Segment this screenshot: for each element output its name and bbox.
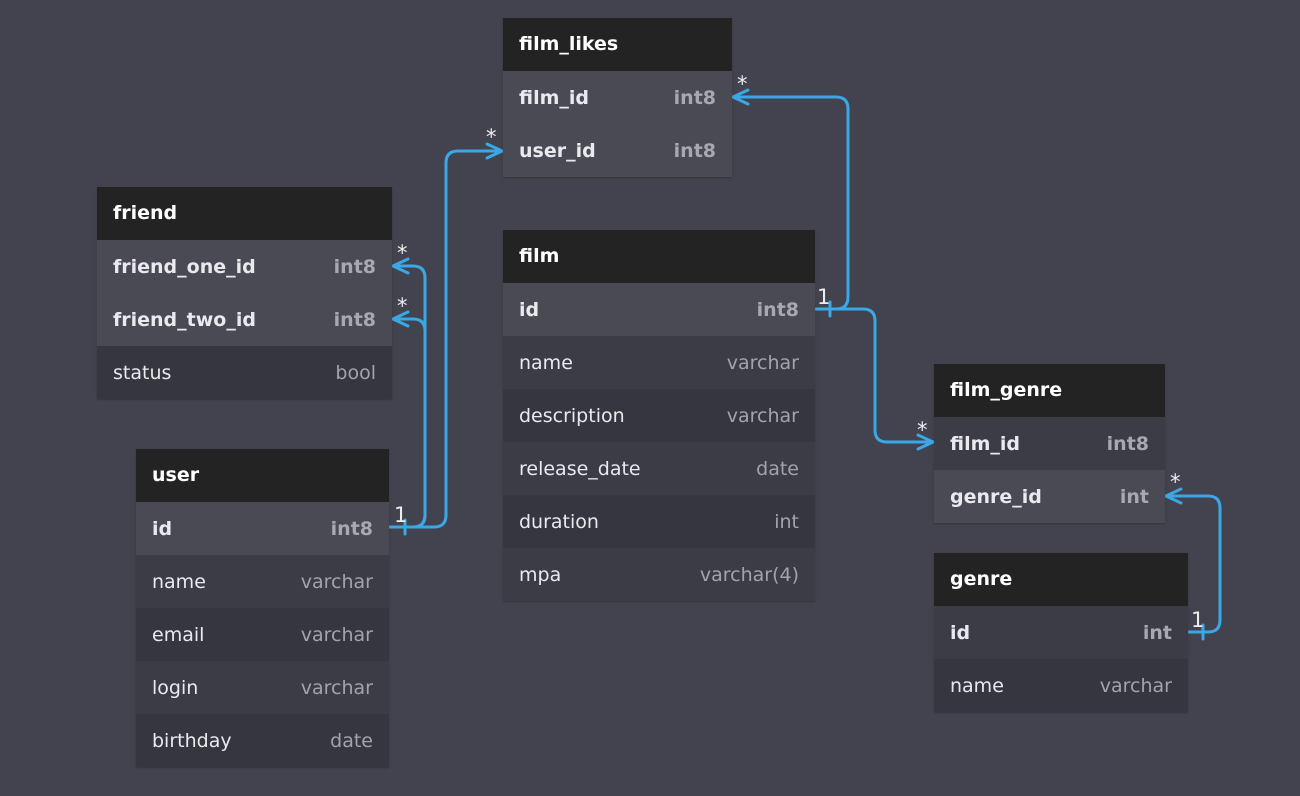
field-type: varchar	[726, 351, 799, 374]
table-genre[interactable]: genre id int name varchar	[934, 553, 1188, 712]
field-type: varchar(4)	[699, 563, 799, 586]
field-name: description	[519, 404, 625, 427]
field-type: int8	[756, 298, 799, 321]
field-type: int	[1142, 621, 1172, 644]
field-name: user_id	[519, 139, 596, 162]
field-row[interactable]: birthday date	[136, 714, 389, 767]
field-name: film_id	[950, 432, 1021, 455]
table-friend[interactable]: friend friend_one_id int8 friend_two_id …	[97, 187, 392, 399]
field-row[interactable]: login varchar	[136, 661, 389, 714]
link-filmlikes-user	[388, 149, 504, 529]
field-name: duration	[519, 510, 599, 533]
field-name: name	[152, 570, 206, 593]
link-filmgenre-film	[814, 307, 935, 444]
field-name: id	[950, 621, 971, 644]
field-type: date	[330, 729, 373, 752]
field-type: date	[756, 457, 799, 480]
table-film-likes[interactable]: film_likes film_id int8 user_id int8	[503, 18, 732, 177]
field-type: varchar	[726, 404, 799, 427]
field-name: genre_id	[950, 485, 1042, 508]
field-row[interactable]: friend_two_id int8	[97, 293, 392, 346]
table-title[interactable]: user	[136, 449, 389, 502]
field-type: int8	[1106, 432, 1149, 455]
field-name: name	[519, 351, 573, 374]
field-name: friend_two_id	[113, 308, 256, 331]
field-name: film_id	[519, 86, 590, 109]
table-film[interactable]: film id int8 name varchar description va…	[503, 230, 815, 601]
field-row[interactable]: id int8	[136, 502, 389, 555]
field-type: varchar	[1099, 674, 1172, 697]
cardinality-many-friendone: *	[397, 241, 408, 265]
field-row[interactable]: film_id int8	[934, 417, 1165, 470]
field-type: int8	[673, 139, 716, 162]
field-row[interactable]: id int	[934, 606, 1188, 659]
table-film-genre[interactable]: film_genre film_id int8 genre_id int	[934, 364, 1165, 523]
cardinality-many-filmgenre-film: *	[917, 418, 928, 442]
field-name: status	[113, 361, 172, 384]
field-row[interactable]: release_date date	[503, 442, 815, 495]
field-type: varchar	[300, 676, 373, 699]
field-name: friend_one_id	[113, 255, 256, 278]
field-type: bool	[335, 361, 376, 384]
field-name: id	[519, 298, 540, 321]
field-row[interactable]: description varchar	[503, 389, 815, 442]
field-type: varchar	[300, 570, 373, 593]
field-row[interactable]: name varchar	[503, 336, 815, 389]
field-type: int8	[333, 308, 376, 331]
field-row[interactable]: name varchar	[934, 659, 1188, 712]
field-row[interactable]: mpa varchar(4)	[503, 548, 815, 601]
cardinality-many-friendtwo: *	[397, 294, 408, 318]
table-title[interactable]: film_likes	[503, 18, 732, 71]
cardinality-one-user: 1	[394, 503, 408, 527]
cardinality-many-filmlikes-user: *	[486, 125, 497, 149]
field-row[interactable]: film_id int8	[503, 71, 732, 124]
field-row[interactable]: friend_one_id int8	[97, 240, 392, 293]
table-title[interactable]: film_genre	[934, 364, 1165, 417]
field-name: release_date	[519, 457, 641, 480]
link-friendone-user	[388, 264, 427, 529]
field-type: varchar	[300, 623, 373, 646]
cardinality-many-filmgenre-genre: *	[1170, 470, 1181, 494]
table-user[interactable]: user id int8 name varchar email varchar …	[136, 449, 389, 767]
table-title[interactable]: genre	[934, 553, 1188, 606]
field-row[interactable]: user_id int8	[503, 124, 732, 177]
field-row[interactable]: status bool	[97, 346, 392, 399]
field-type: int8	[673, 86, 716, 109]
field-name: name	[950, 674, 1004, 697]
field-name: email	[152, 623, 205, 646]
field-name: login	[152, 676, 199, 699]
field-type: int8	[330, 517, 373, 540]
field-type: int	[1119, 485, 1149, 508]
field-row[interactable]: duration int	[503, 495, 815, 548]
cardinality-many-filmlikes-film: *	[737, 72, 748, 96]
field-type: int	[774, 510, 799, 533]
table-title[interactable]: friend	[97, 187, 392, 240]
link-friendtwo-user	[388, 317, 427, 529]
table-title[interactable]: film	[503, 230, 815, 283]
cardinality-one-genre: 1	[1191, 608, 1205, 632]
cardinality-one-film-filmlikes: 1	[817, 285, 831, 309]
field-name: birthday	[152, 729, 232, 752]
field-name: id	[152, 517, 173, 540]
field-row[interactable]: id int8	[503, 283, 815, 336]
field-type: int8	[333, 255, 376, 278]
field-row[interactable]: email varchar	[136, 608, 389, 661]
field-row[interactable]: genre_id int	[934, 470, 1165, 523]
field-name: mpa	[519, 563, 562, 586]
field-row[interactable]: name varchar	[136, 555, 389, 608]
